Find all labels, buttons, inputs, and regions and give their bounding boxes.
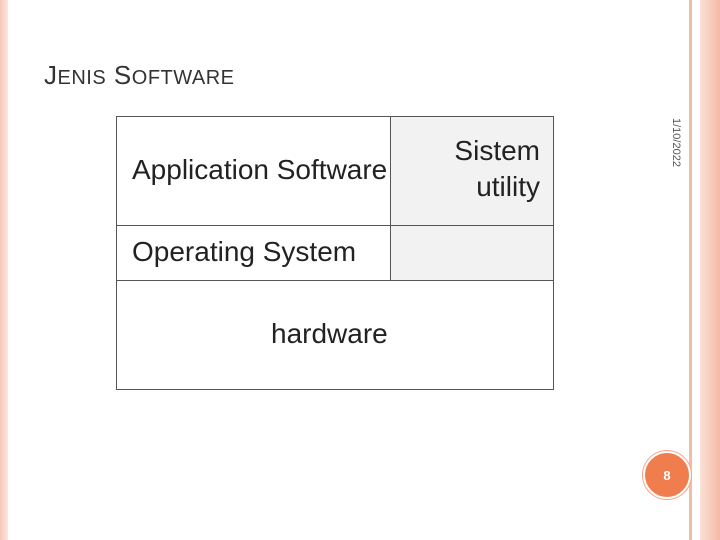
operating-system-side-box <box>390 225 554 281</box>
title-word-oftware: OFTWARE <box>131 67 235 89</box>
hardware-label: hardware <box>271 318 388 349</box>
application-software-label: Application Software <box>132 154 388 185</box>
sistem-utility-label: Sistem utility <box>454 135 540 202</box>
left-decorative-border <box>0 0 8 540</box>
hardware-box <box>116 280 554 390</box>
slide-date: 1/10/2022 <box>670 118 682 167</box>
right-decorative-line <box>689 0 692 540</box>
operating-system-label: Operating System <box>132 236 357 267</box>
title-letter-s: S <box>113 60 132 90</box>
title-letter-j: J <box>44 60 58 90</box>
page-number-badge: 8 <box>643 451 691 499</box>
right-decorative-border <box>700 0 720 540</box>
slide-title: JENIS SOFTWARE <box>44 60 235 91</box>
sistem-utility-box <box>390 116 554 226</box>
title-word-enis: ENIS <box>57 67 107 89</box>
